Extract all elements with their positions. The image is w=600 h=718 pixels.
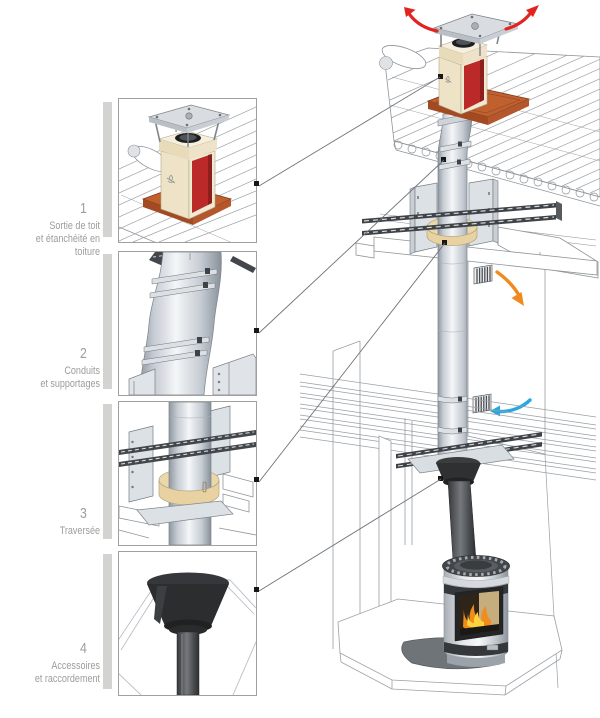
support-rails [119,430,256,467]
swivel-arrows-icon [404,5,539,33]
ridge-tile [379,45,427,70]
step-4-label: 4 Accessoires et raccordement [18,641,100,686]
wood-stove [442,555,510,667]
step-4-line: et raccordement [34,673,100,685]
roof-outlet-art [119,104,256,242]
chimney-stack [157,130,219,220]
callout-marker-1 [254,181,259,186]
step-3-line: Traversée [59,525,100,537]
connector-pipe [447,480,477,561]
support-plates [128,405,231,503]
step-2-number: 2 [80,345,87,362]
flue-sections-art [128,252,256,395]
thumbnail-ceiling-trim [118,551,257,696]
callout-target-markers [438,74,447,481]
alcove-corner [378,418,413,643]
step-4-bar [103,554,112,689]
step-1-number: 1 [80,200,87,217]
step-1-label: 1 Sortie de toit et étanchéité en toitur… [18,201,100,259]
step-4-number: 4 [80,640,87,657]
step-1-line: Sortie de toit [49,220,100,232]
step-2-label: 2 Conduits et supportages [18,346,100,391]
flue-pipe [437,113,473,462]
top-plate [432,13,520,56]
thumbnail-roof-outlet [118,98,257,243]
floor-plate [136,500,234,526]
step-3-label: 3 Traversée [18,506,100,538]
step-3-bar [103,404,112,539]
step-2-line: Conduits [64,365,100,377]
callout-marker-3 [254,477,259,482]
wall-brackets [128,353,256,395]
step-4-line: Accessoires [51,660,100,672]
top-plate [147,104,231,147]
connector-pipe [176,631,200,695]
locking-bands [141,268,218,366]
leader-lines [258,76,446,592]
step-3-number: 3 [80,505,87,522]
step-1-bar [103,102,112,237]
step-2-bar [103,254,112,389]
thumbnail-flue-sections [118,251,257,396]
stove-badge [486,644,499,651]
step-2-line: et supportages [40,378,100,390]
attic-support-rails [362,201,562,236]
locking-bands [437,140,472,435]
firestop-front [158,479,220,506]
ceiling-trim-art [119,572,256,695]
stove-window [454,586,504,642]
floor-crossing-art [119,402,256,545]
thumbnail-floor-crossing [118,401,257,546]
callout-marker-4 [254,587,259,592]
firestop-front [426,226,478,246]
chimney-stack [438,37,488,115]
warm-air-arrow-icon [495,270,524,306]
warm-air-grille [473,264,493,285]
callout-marker-2 [254,328,259,333]
step-1-line: et étanchéité en toiture [35,233,100,258]
brand-emblem-icon [444,75,452,83]
cold-air-grille [472,393,492,414]
brand-emblem-icon [166,174,176,184]
fire-logs [460,624,499,636]
